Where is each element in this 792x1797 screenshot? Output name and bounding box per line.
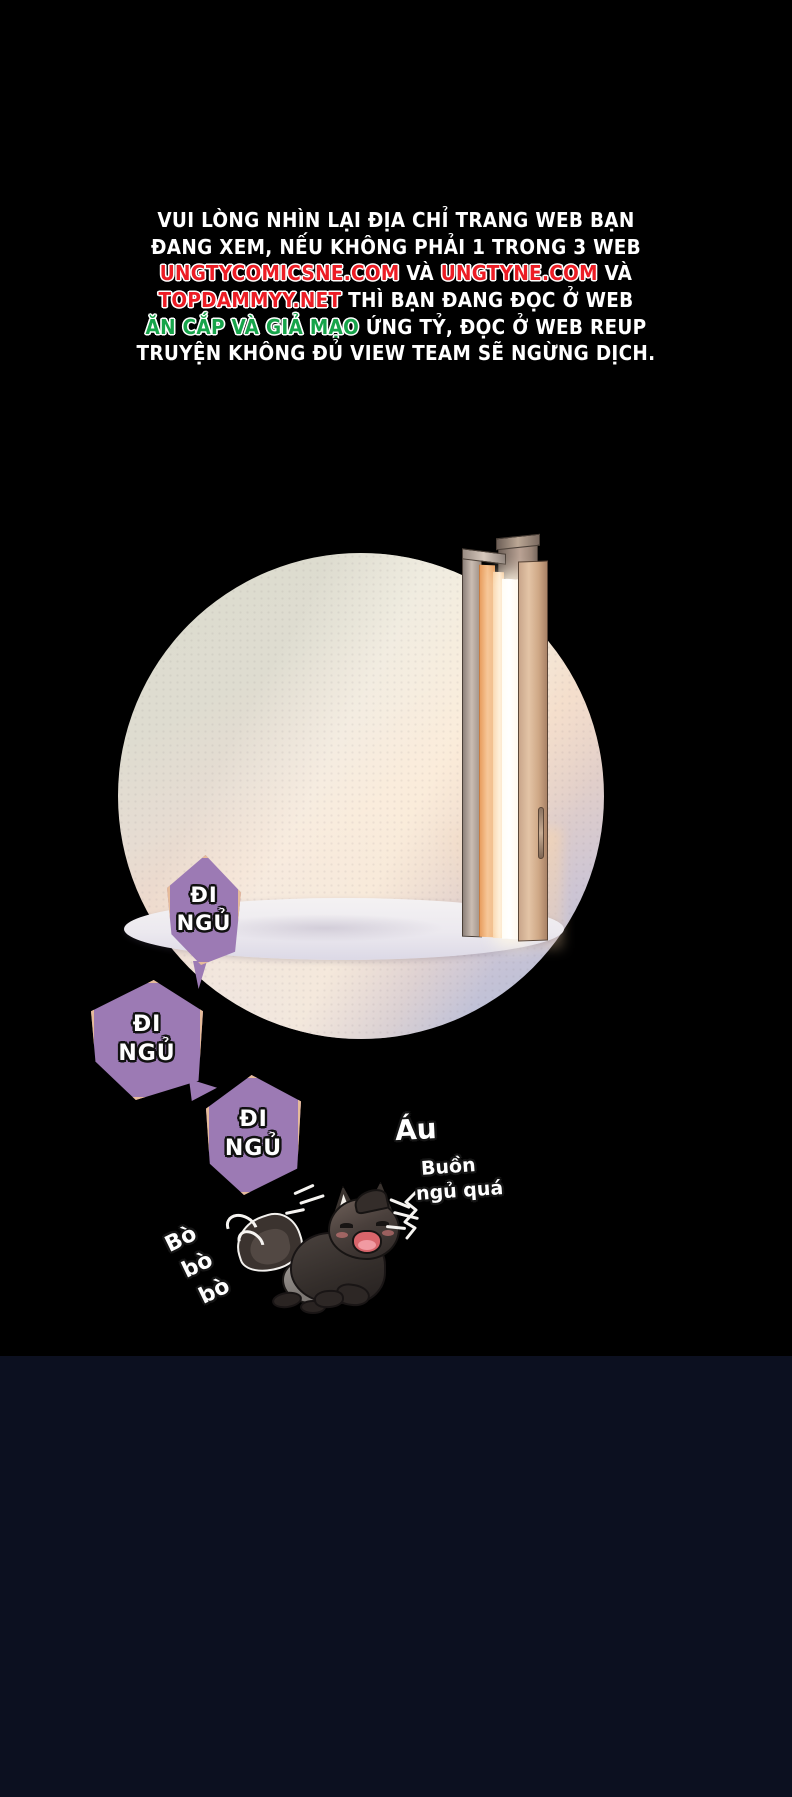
- notice-line-2: ĐANG XEM, NẾU KHÔNG PHẢI 1 TRONG 3 WEB: [151, 234, 641, 259]
- sfx-buon: Buồn: [420, 1154, 477, 1180]
- tongue: [358, 1240, 376, 1250]
- door-front-leaf: [518, 560, 548, 942]
- sfx-bo-3: bò: [195, 1273, 234, 1310]
- bubble-line-2: NGỦ: [118, 1041, 176, 1066]
- blush-left: [336, 1232, 348, 1238]
- notice-line-6: TRUYỆN KHÔNG ĐỦ VIEW TEAM SẼ NGỪNG DỊCH.: [136, 341, 656, 366]
- eye-right: [376, 1221, 389, 1226]
- notice-line-1: VUI LÒNG NHÌN LẠI ĐỊA CHỈ TRANG WEB BẠN: [157, 208, 635, 232]
- eye-left: [340, 1223, 353, 1228]
- bubble-line-1: ĐI: [190, 883, 218, 908]
- arm-back: [313, 1288, 345, 1310]
- open-door: [450, 533, 562, 949]
- sfx-ngu-qua: ngủ quá: [415, 1176, 504, 1206]
- notice-line-3: UNGTYCOMICSNE.COM VÀ UNGTYNE.COM VÀ: [159, 261, 633, 286]
- sfx-au: Áu: [394, 1111, 438, 1148]
- blush-right: [382, 1230, 394, 1236]
- floor-shadow: [205, 914, 445, 942]
- wolf-boy-character: [228, 1180, 416, 1340]
- door-handle: [538, 806, 544, 860]
- bubble-line-1: ĐI: [239, 1107, 268, 1133]
- notice-line-5: ĂN CẮP VÀ GIẢ MẠO ỨNG TỶ, ĐỌC Ở WEB REUP: [145, 314, 647, 339]
- foot-left: [271, 1289, 303, 1311]
- bubble-line-1: ĐI: [132, 1012, 162, 1038]
- bottom-band: [0, 1356, 792, 1797]
- illustration-panel: ĐI NGỦ ĐI NGỦ ĐI NGỦ Áu Buồn ngủ quá Bò …: [0, 420, 792, 1314]
- zigzag-accent: [403, 1188, 420, 1240]
- bubble-line-2: NGỦ: [224, 1136, 283, 1161]
- speech-bubble-3[interactable]: ĐI NGỦ: [206, 1075, 301, 1195]
- bubble-line-2: NGỦ: [176, 911, 232, 935]
- notice-line-4: TOPDAMMYY.NET THÌ BẠN ĐANG ĐỌC Ở WEB: [158, 287, 634, 312]
- piracy-warning-notice: VUI LÒNG NHÌN LẠI ĐỊA CHỈ TRANG WEB BẠN …: [0, 207, 792, 367]
